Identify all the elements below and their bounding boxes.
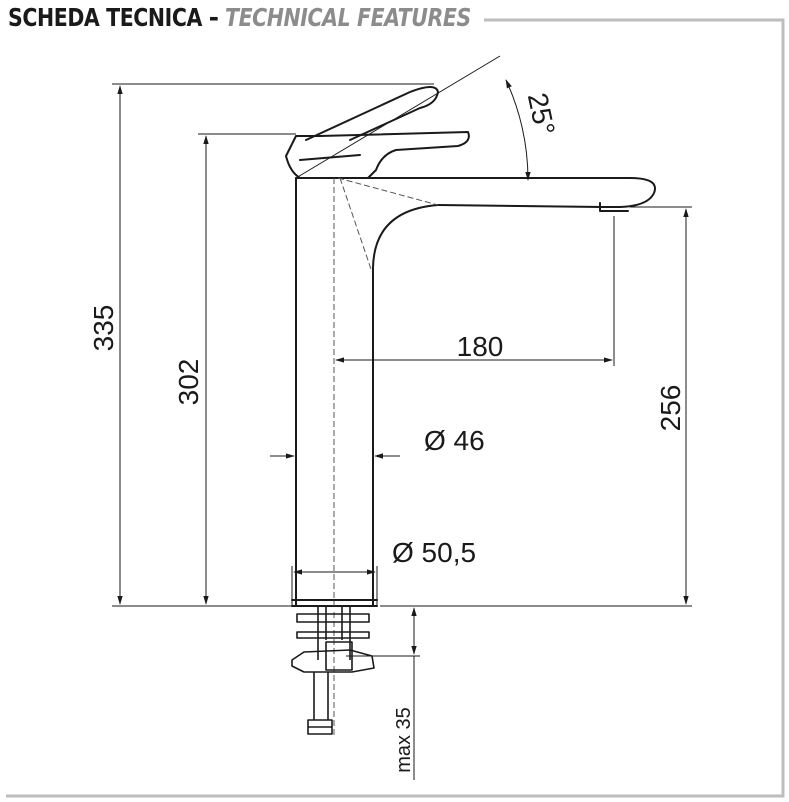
dim-body-diameter: Ø 46 (424, 425, 485, 456)
header-subtitle: TECHNICAL FEATURES (224, 3, 471, 32)
dim-spout-height: 256 (655, 385, 686, 432)
dim-max-deck: max 35 (393, 707, 415, 773)
sheet-frame (6, 18, 785, 798)
dim-spout-reach: 180 (457, 331, 504, 362)
header-separator: - (208, 3, 219, 32)
dimension-lines (112, 55, 692, 780)
sheet-header: SCHEDA TECNICA - TECHNICAL FEATURES (8, 3, 525, 43)
dim-body-height: 302 (173, 359, 204, 406)
dim-total-height: 335 (88, 305, 119, 352)
header-title: SCHEDA TECNICA (8, 3, 202, 32)
mounting-kit (291, 606, 375, 735)
dim-base-diameter: Ø 50,5 (392, 537, 476, 568)
dim-lever-angle: 25° (522, 90, 561, 138)
